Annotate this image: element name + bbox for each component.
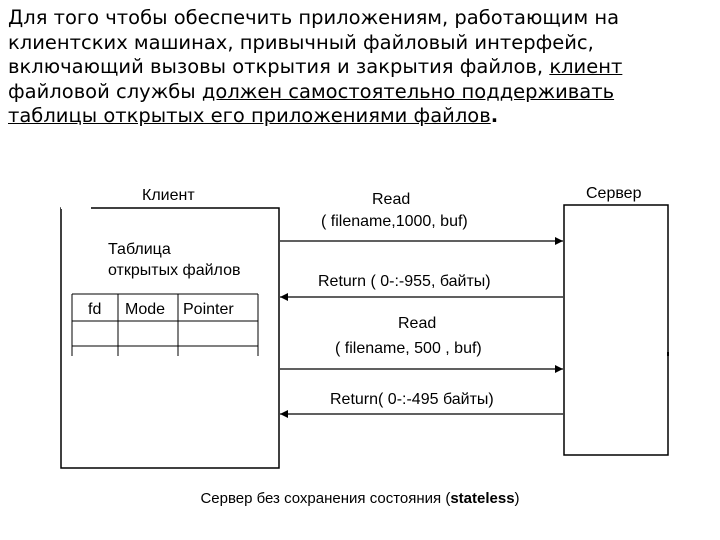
open-files-table <box>71 293 259 356</box>
paragraph-period: . <box>490 104 499 127</box>
client-box <box>60 207 280 469</box>
message-3-line1: Read <box>398 315 436 332</box>
table-title-line2: открытых файлов <box>108 262 240 279</box>
message-1-line1: Read <box>372 191 410 208</box>
server-box <box>563 204 669 456</box>
message-1-line2: ( filename,1000, buf) <box>321 213 468 230</box>
table-header-fd: fd <box>88 301 101 318</box>
diagram-caption: Сервер без сохранения состояния (statele… <box>0 490 720 507</box>
table-title-line1: Таблица <box>108 241 171 258</box>
paragraph-part3: файловой службы <box>8 79 202 103</box>
paragraph-client-term: клиент <box>549 55 623 78</box>
paragraph-must-clause: должен самостоятельно поддерживать табли… <box>8 79 615 128</box>
client-box-top-segment <box>61 205 91 209</box>
server-label: Сервер <box>586 185 642 202</box>
message-3-line2: ( filename, 500 , buf) <box>335 340 482 357</box>
intro-paragraph: Для того чтобы обеспечить приложениям, р… <box>8 6 708 129</box>
table-header-mode: Mode <box>125 301 165 318</box>
caption-main: Сервер без сохранения состояния ( <box>200 490 451 507</box>
table-header-pointer: Pointer <box>183 301 234 318</box>
message-2-line1: Return ( 0-:-955, байты) <box>318 273 491 290</box>
paragraph-part1: Для того чтобы обеспечить приложениям, р… <box>8 6 620 78</box>
client-label: Клиент <box>142 187 195 204</box>
caption-stateless: stateless <box>450 490 515 507</box>
message-4-line1: Return( 0-:-495 байты) <box>330 391 494 408</box>
caption-end: ) <box>514 490 520 507</box>
